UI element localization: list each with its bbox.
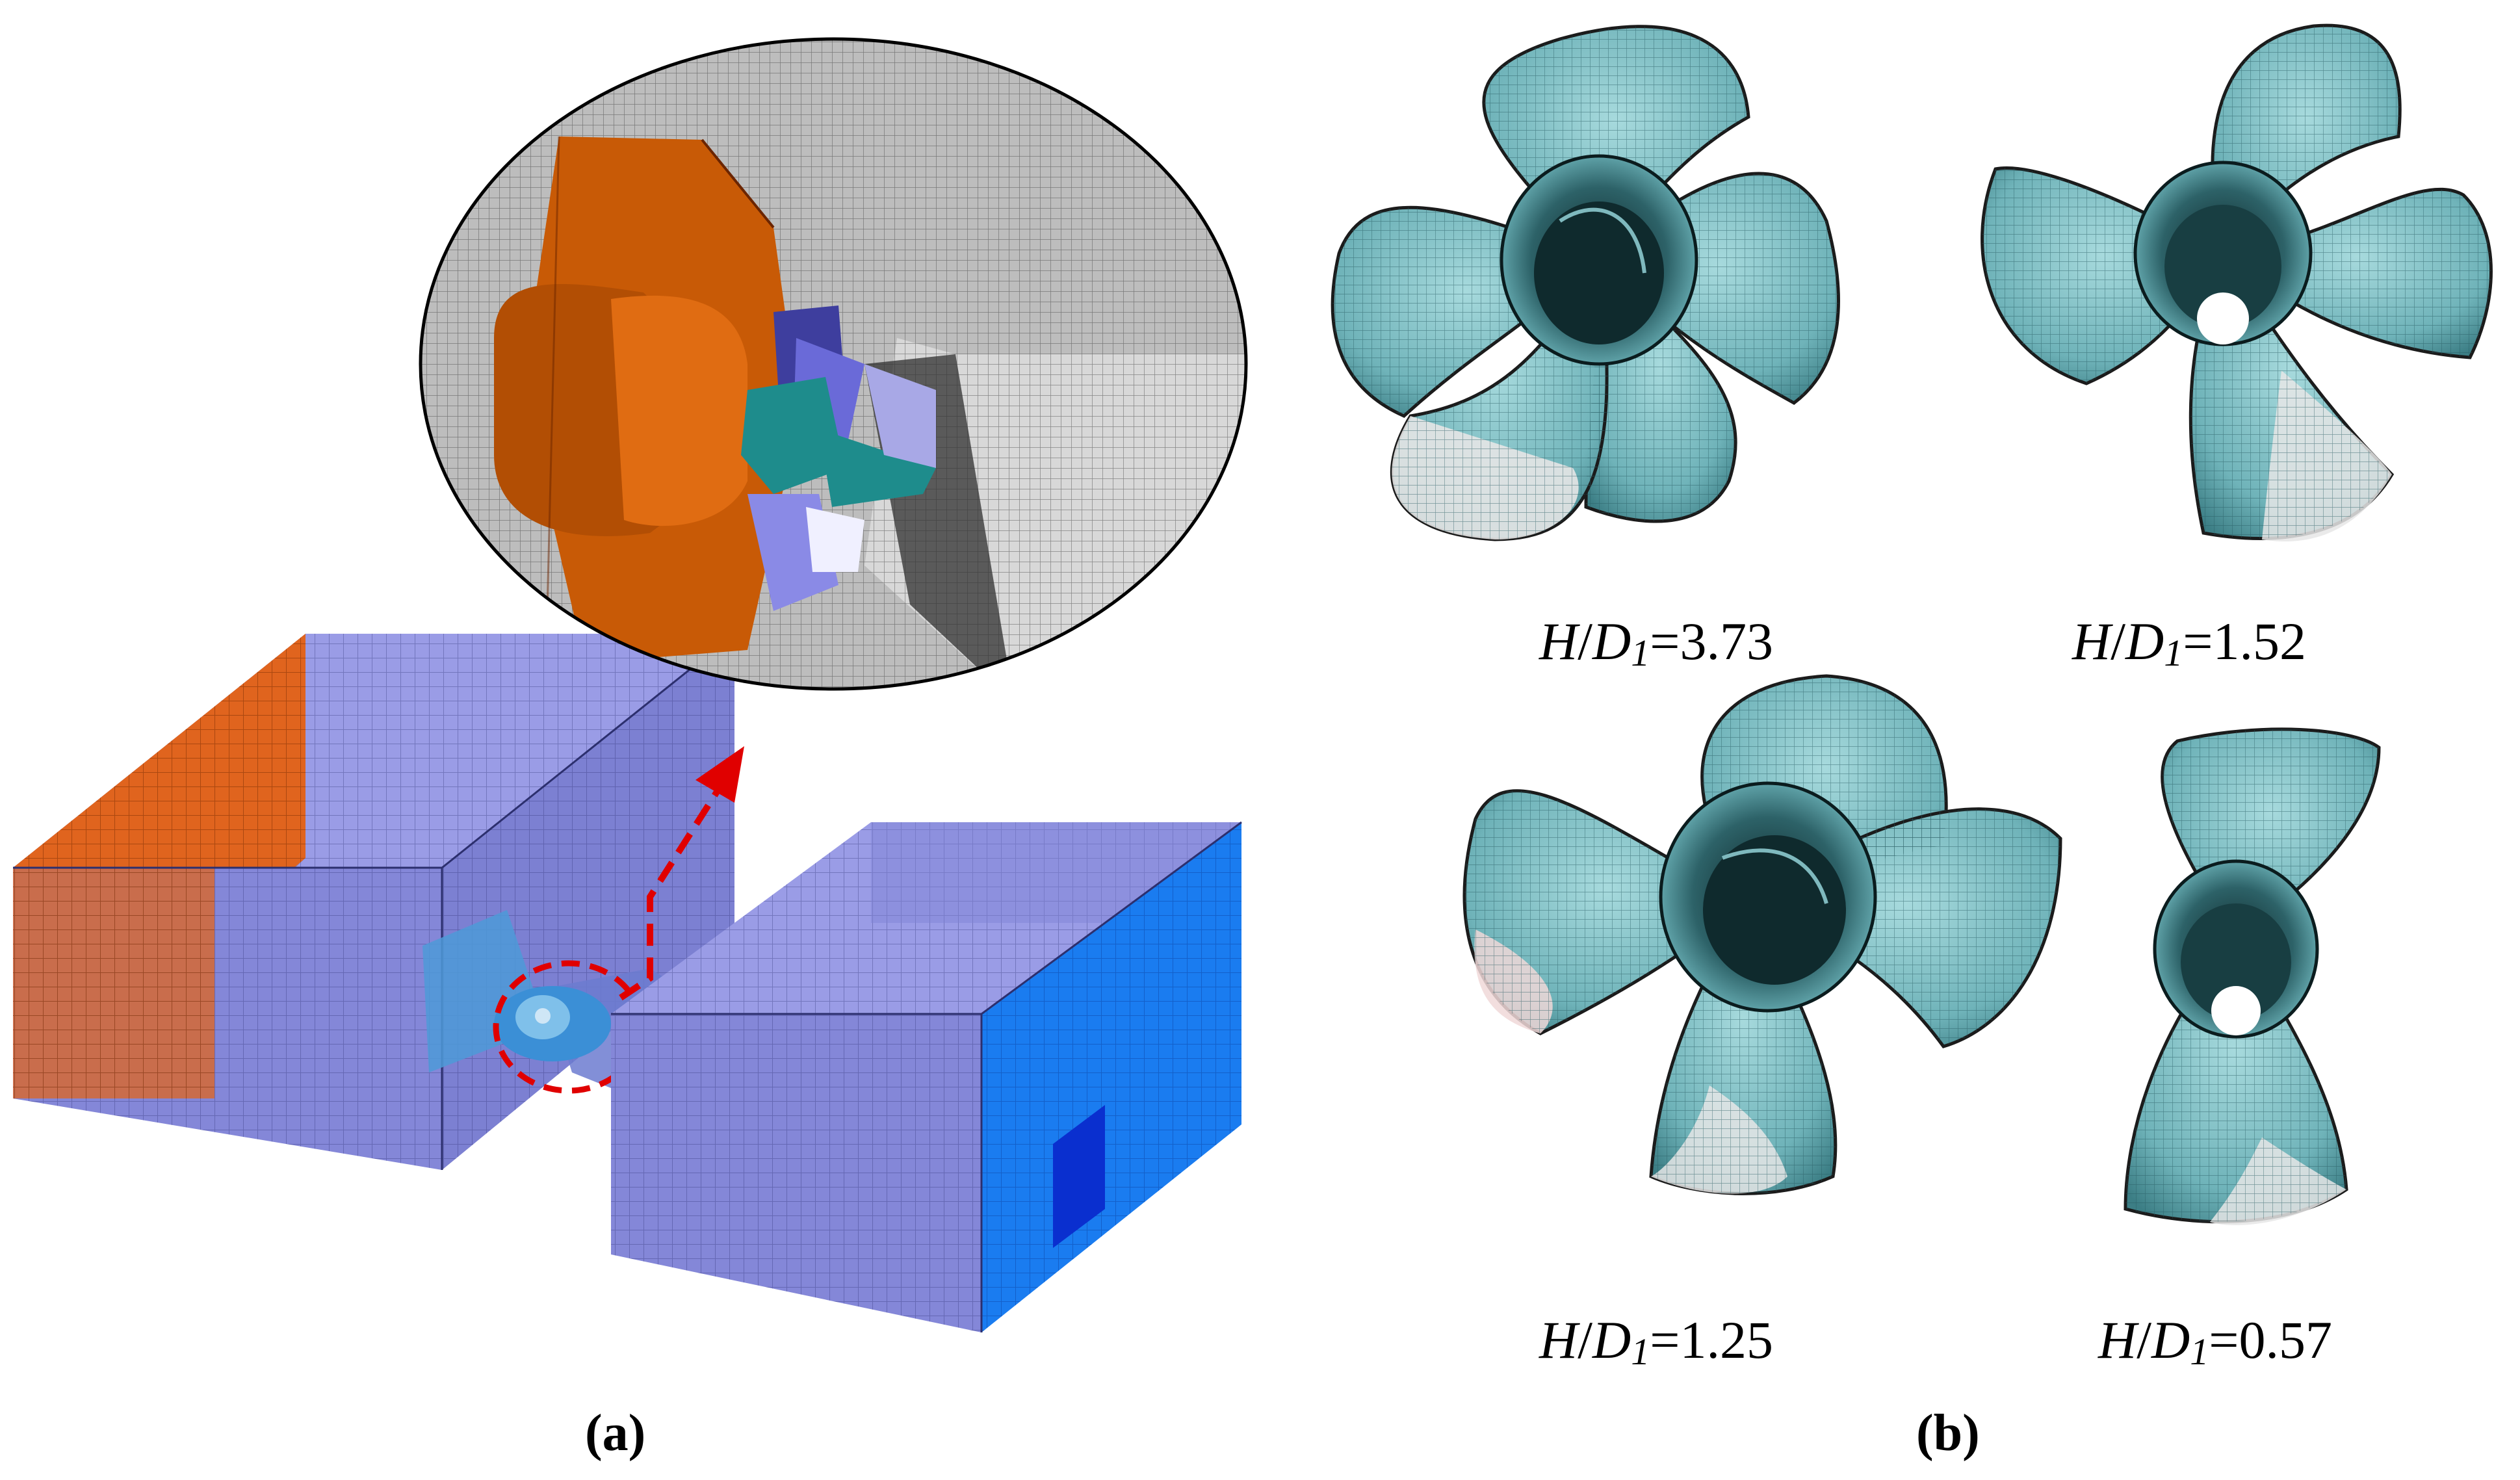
- outlet-sump-box: [611, 821, 1242, 1332]
- hub-bore: [2211, 986, 2261, 1035]
- ratio-value: =1.25: [1650, 1310, 1773, 1370]
- impeller-h-d1-3-73: [1331, 25, 1840, 541]
- ratio-value: =1.52: [2183, 612, 2306, 671]
- ratio-var-d: D: [1592, 1310, 1631, 1370]
- ratio-subscript: 1: [1631, 632, 1650, 674]
- ratio-subscript: 1: [1631, 1331, 1650, 1373]
- inlet-bell-orange: [494, 136, 799, 664]
- ratio-label-3-73: H/D1=3.73: [1539, 612, 1773, 674]
- panel-label-b: (b): [1916, 1405, 1980, 1462]
- panel-a-pump-station-mesh: [13, 37, 1248, 1332]
- callout-arrow: [619, 746, 744, 1001]
- ratio-subscript: 1: [2164, 632, 2183, 674]
- ratio-label-1-25: H/D1=1.25: [1539, 1310, 1773, 1373]
- ratio-var-d: D: [1592, 612, 1631, 671]
- ratio-var-d: D: [2125, 612, 2164, 671]
- ratio-value: =3.73: [1650, 612, 1773, 671]
- ratio-var-h: H: [2072, 612, 2111, 671]
- ratio-var-d: D: [2151, 1310, 2190, 1370]
- zoom-detail-view: [419, 37, 1248, 691]
- impeller-h-d1-1-52: [1981, 23, 2493, 542]
- ratio-label-0-57: H/D1=0.57: [2098, 1310, 2332, 1373]
- ratio-subscript: 1: [2190, 1331, 2209, 1373]
- zoom-impeller-blades: [741, 305, 936, 611]
- impeller-h-d1-0-57: [2124, 727, 2381, 1225]
- ratio-var-h: H: [1539, 612, 1578, 671]
- impeller-h-d1-1-25: [1462, 674, 2062, 1195]
- panel-label-a: (a): [585, 1405, 646, 1462]
- ratio-var-h: H: [1539, 1310, 1578, 1370]
- panel-b-impellers: [1331, 23, 2493, 1225]
- ratio-label-1-52: H/D1=1.52: [2072, 612, 2306, 674]
- hub-bore: [2197, 292, 2249, 344]
- ratio-value: =0.57: [2209, 1310, 2332, 1370]
- ratio-var-h: H: [2098, 1310, 2137, 1370]
